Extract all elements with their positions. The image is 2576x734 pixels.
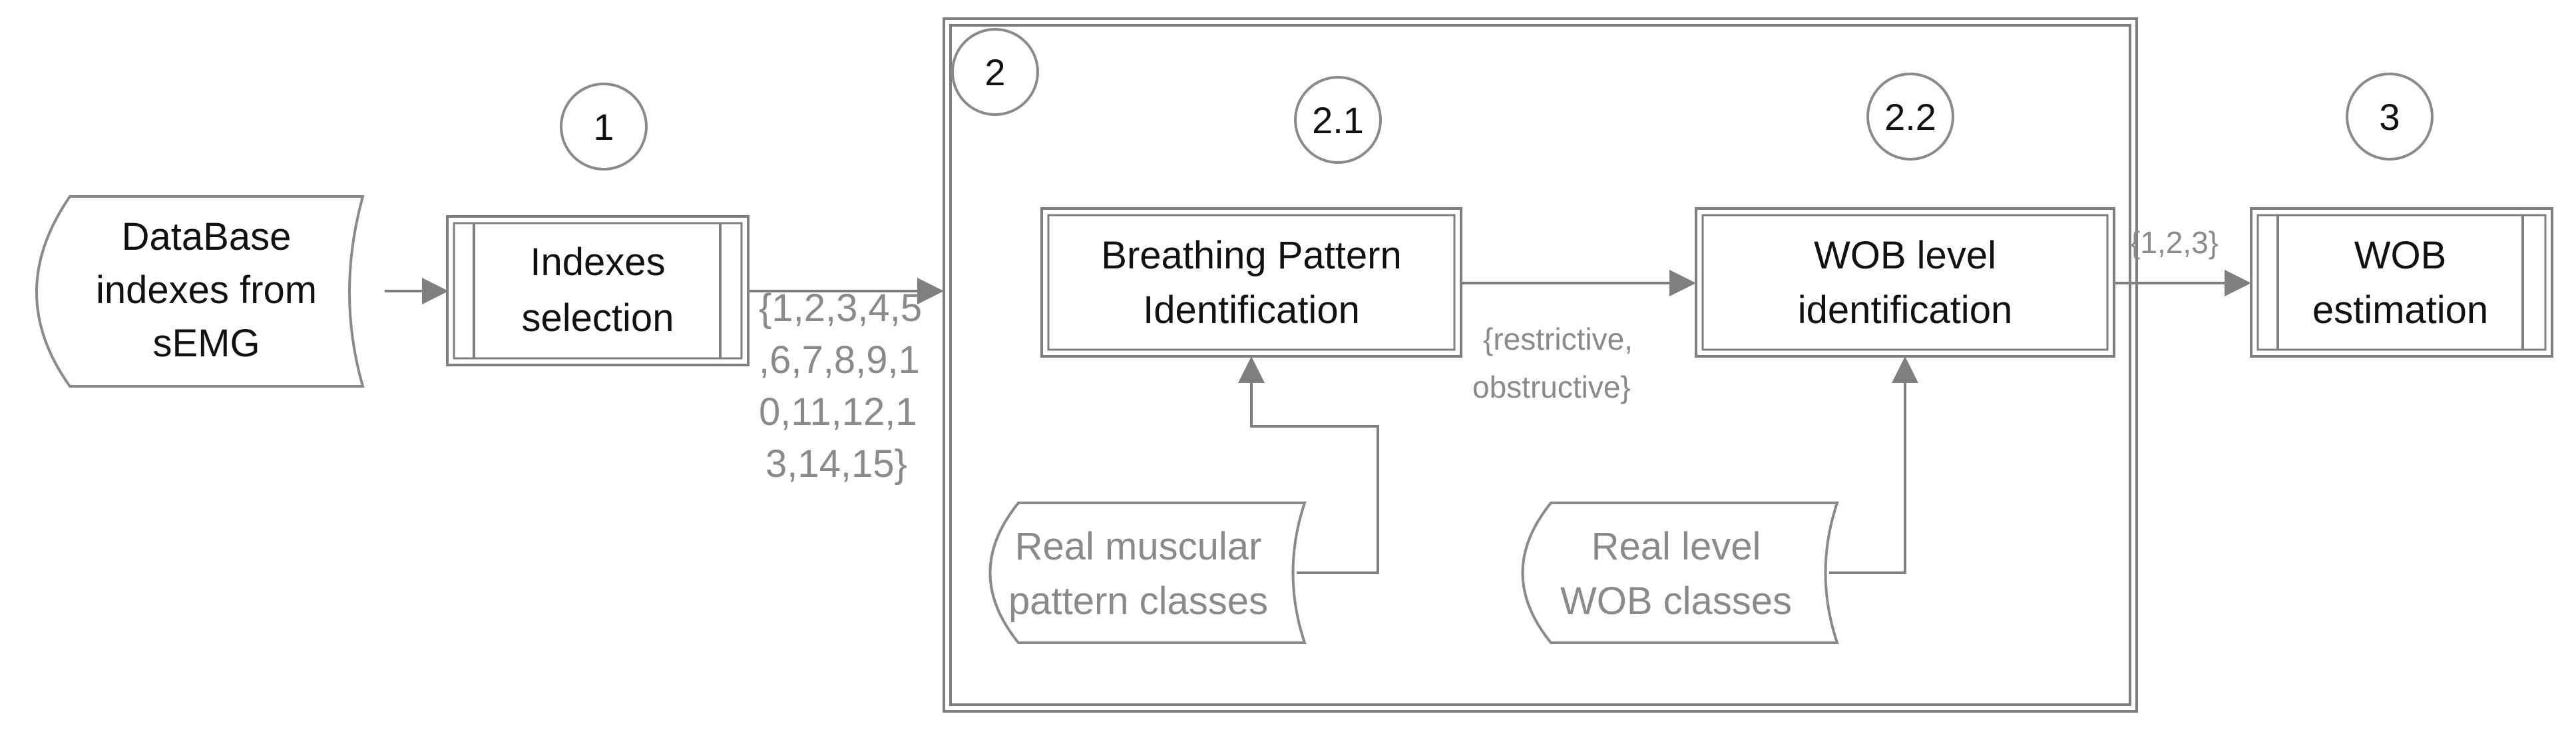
step-circle-2: 2 [951,28,1039,116]
arrow-level-to-wob-level [1829,356,1918,574]
real-muscular-node: Real muscular pattern classes [988,502,1307,644]
breathing-line-2: Identification [1143,288,1360,332]
arrow-muscular-to-breathing [1238,356,1379,574]
edge-label-indexes-set: {1,2,3,4,5 ,6,7,8,9,1 0,11,12,1 3,14,15} [759,286,922,486]
indexes-line-1: Indexes [530,240,665,284]
wob-est-line-2: estimation [2312,288,2488,332]
real-muscular-line-1: Real muscular [1015,525,1262,568]
stage-2-container [943,17,2138,713]
real-muscular-line-2: pattern classes [1008,579,1268,623]
step-3-label: 3 [2379,96,2400,138]
breathing-line-1: Breathing Pattern [1101,234,1401,277]
step-circle-1: 1 [560,83,648,171]
breathing-pattern-node: Breathing Pattern Identification [1040,207,1462,358]
step-2-1-label: 2.1 [1312,99,1364,141]
real-level-line-1: Real level [1592,525,1761,568]
step-1-label: 1 [593,106,614,148]
arrows [385,270,2251,574]
indexes-set-line-2: ,6,7,8,9,1 [759,338,920,382]
database-line-2: indexes from [96,268,317,312]
step-circle-2-1: 2.1 [1294,76,1382,164]
wob-level-line-1: WOB level [1814,234,1996,277]
indexes-set-line-3: 0,11,12,1 [759,390,917,434]
wob-level-line-2: identification [1798,288,2012,332]
step-2-label: 2 [984,51,1005,93]
edge-label-wob-set: {1,2,3} [2130,225,2219,260]
step-circle-3: 3 [2346,73,2434,161]
pattern-set-line-2: obstructive} [1472,370,1631,404]
wob-est-line-1: WOB [2354,234,2447,277]
real-level-line-2: WOB classes [1560,579,1792,623]
wob-level-node: WOB level identification [1695,207,2115,358]
database-line-3: sEMG [152,322,260,365]
indexes-set-line-1: {1,2,3,4,5 [759,286,922,330]
database-line-1: DataBase [122,215,292,258]
indexes-line-2: selection [522,296,674,340]
pattern-set-line-1: {restrictive, [1483,322,1633,356]
real-level-node: Real level WOB classes [1521,502,1839,644]
edge-label-pattern-set: {restrictive, obstructive} [1472,322,1633,404]
wob-estimation-node: WOB estimation [2250,207,2553,358]
step-circle-2-2: 2.2 [1866,73,1954,161]
step-2-2-label: 2.2 [1884,96,1936,138]
database-node: DataBase indexes from sEMG [35,195,365,388]
indexes-selection-node: Indexes selection [446,215,750,366]
indexes-set-line-4: 3,14,15} [765,442,907,486]
